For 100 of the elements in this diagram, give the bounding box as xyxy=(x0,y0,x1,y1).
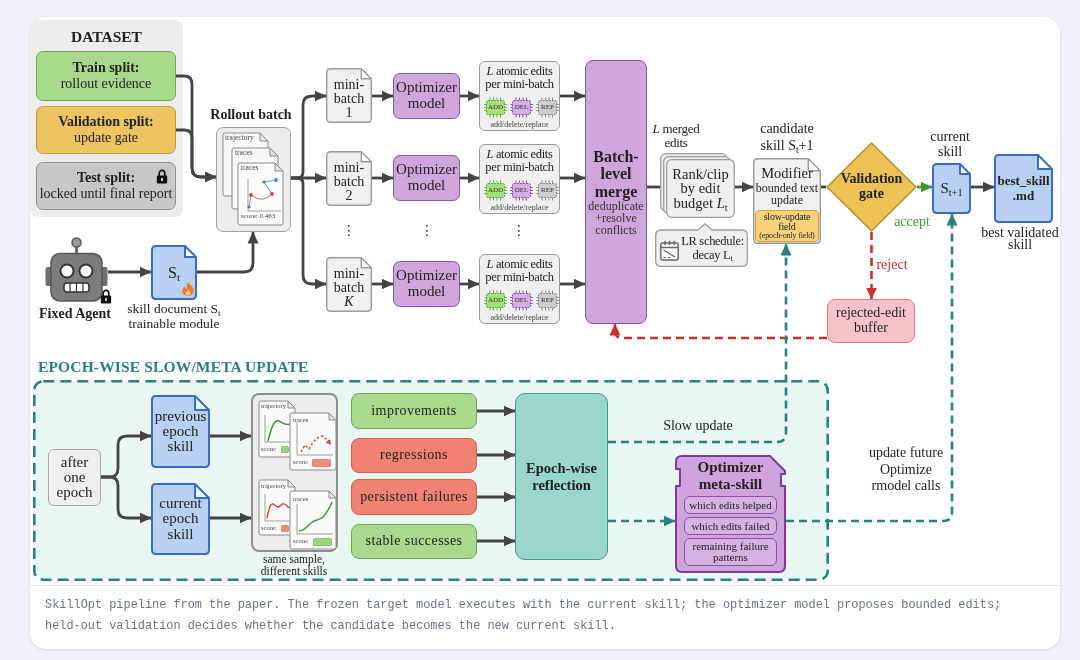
file-name: best_skill .md xyxy=(996,174,1051,203)
arrow xyxy=(460,278,480,290)
optimizer-box xyxy=(393,155,460,201)
process-label: Optimizer model xyxy=(395,162,458,194)
arrow xyxy=(477,491,516,503)
panel-heading: Rollout batch xyxy=(209,107,293,123)
edits-panel xyxy=(479,254,560,324)
merge-bar xyxy=(585,60,647,324)
skill-document xyxy=(932,163,971,214)
item-label: which edits helped xyxy=(689,499,772,511)
section-heading: EPOCH-WISE SLOW/META UPDATE xyxy=(38,358,309,376)
meta-skill-item xyxy=(684,517,777,535)
document-title: Modifier xyxy=(761,166,813,182)
edit-types-text: add/delete/replace xyxy=(490,204,549,212)
annotation-text: candidate skill S$_{t}$+1 xyxy=(759,121,815,155)
dashed-arrow xyxy=(608,243,792,444)
edit-chip xyxy=(536,290,559,311)
category-box xyxy=(351,479,477,515)
annotation-text: L merged edits xyxy=(651,122,701,151)
vertical-ellipsis: ⋮ xyxy=(341,222,357,239)
arrow xyxy=(971,181,995,193)
caption-text: SkillOpt pipeline from the paper. The frozen target model executes with the current skill; the optimizer model proposes bounded edits; held-out validation decides whether the candidate becomes the new current skill. xyxy=(45,597,1003,635)
dashed-arrow xyxy=(609,323,827,340)
process-label: Optimizer model xyxy=(395,268,458,300)
dashed-arrow xyxy=(608,515,676,527)
process-box xyxy=(48,449,101,506)
dataset-split-box xyxy=(36,106,176,154)
edits-heading: L atomic edits per mini-batch xyxy=(484,65,555,90)
split-title: Train split: xyxy=(72,59,140,76)
split-title: Test split: xyxy=(76,169,136,186)
edit-chip xyxy=(510,97,533,118)
arrow xyxy=(477,449,516,461)
process-label: Epoch-wise reflection xyxy=(525,459,598,494)
dataset-split-box xyxy=(36,162,176,210)
arrow xyxy=(210,430,252,442)
arrow xyxy=(372,172,394,184)
category-label: stable successes xyxy=(365,534,463,549)
edit-chip xyxy=(536,180,559,201)
card-title: Optimizer meta-skill xyxy=(696,459,765,493)
arrow xyxy=(101,475,152,524)
edit-types-text: add/delete/replace xyxy=(490,121,549,129)
category-box xyxy=(351,438,477,473)
arrow xyxy=(460,90,480,102)
category-box xyxy=(351,524,477,559)
mini-batch-document xyxy=(326,68,372,123)
merge-title: Batch-level merge xyxy=(593,148,639,200)
optimizer-box xyxy=(393,73,460,119)
connector-line xyxy=(821,185,826,189)
vertical-ellipsis: ⋮ xyxy=(419,222,435,239)
arrow xyxy=(560,172,586,184)
document-label: mini-batch 2 xyxy=(332,160,366,203)
field-note: (epoch-only field) xyxy=(759,231,815,241)
arrow xyxy=(372,90,394,102)
callout-bubble xyxy=(655,223,748,267)
item-label: which edits failed xyxy=(691,520,770,532)
edit-chip xyxy=(484,290,507,311)
decision-label: Validation gate xyxy=(840,172,903,202)
arrow xyxy=(108,266,152,278)
step-label: Rank/clip by edit budget L$_{t}$ xyxy=(671,167,730,210)
arrow xyxy=(735,181,754,193)
agent-label: Fixed Agent xyxy=(39,305,111,322)
edits-panel xyxy=(479,61,560,131)
document-label: current epoch skill xyxy=(158,496,203,542)
field-label: slow-update field xyxy=(762,211,812,232)
edge-label: accept xyxy=(893,214,931,231)
edit-chip xyxy=(510,180,533,201)
mini-batch-document xyxy=(326,257,372,312)
category-label: improvements xyxy=(371,403,457,419)
annotation-text: best validated skill xyxy=(980,227,1060,251)
note-text: LR schedule: decay L$_{t}$ xyxy=(680,235,745,262)
document-label: S$_{t}$ xyxy=(168,263,180,282)
skill-file-document xyxy=(994,154,1053,223)
split-description: locked until final report xyxy=(39,186,173,203)
mini-batch-document xyxy=(326,151,372,206)
document-label: mini-batch K xyxy=(332,266,366,309)
arrow xyxy=(917,181,933,193)
arrow xyxy=(291,176,327,290)
edge-label: update future Optimize rmodel calls xyxy=(867,445,945,495)
document-label: previous epoch skill xyxy=(153,408,208,455)
skill-document xyxy=(151,483,210,555)
edit-chip xyxy=(484,97,507,118)
process-label: Optimizer model xyxy=(395,80,458,112)
arrow xyxy=(560,90,586,102)
buffer-box xyxy=(827,299,915,343)
candidate-document xyxy=(753,158,821,244)
arrow xyxy=(210,512,252,524)
arrow xyxy=(477,535,516,547)
edits-panel xyxy=(479,144,560,214)
document-description: bounded text update xyxy=(755,181,819,207)
optimizer-box xyxy=(393,261,460,307)
split-description: rollout evidence xyxy=(60,76,152,93)
edit-chip xyxy=(536,97,559,118)
edits-heading: L atomic edits per mini-batch xyxy=(484,148,555,173)
category-box xyxy=(351,393,477,429)
skill-document xyxy=(151,245,197,300)
meta-skill-card xyxy=(675,455,786,573)
step-label: after one epoch xyxy=(55,455,94,500)
split-description: update gate xyxy=(73,130,139,147)
dashed-arrow xyxy=(866,232,877,300)
arrow xyxy=(560,278,586,290)
